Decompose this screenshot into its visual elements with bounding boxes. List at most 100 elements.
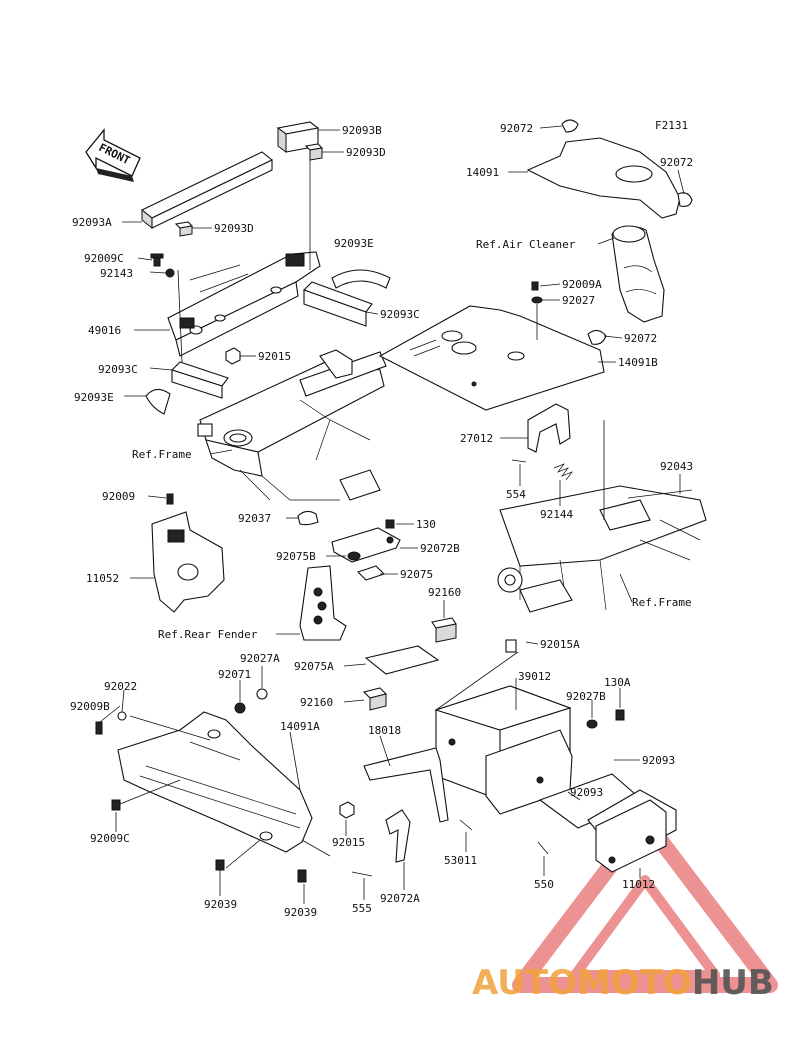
callout-92015-a: 92015 (258, 350, 291, 363)
callout-92093d-b: 92093D (214, 222, 254, 235)
callout-92093e-b: 92093E (74, 391, 114, 404)
bolt-icon-92039-b (297, 869, 307, 883)
callout-92075b: 92075B (276, 550, 316, 563)
callout-92027a: 92027A (240, 652, 280, 665)
callout-92009b: 92009B (70, 700, 110, 713)
frame-upper-part (197, 349, 387, 501)
watermark-text-part1: AUTOMOTO (472, 963, 692, 1003)
callout-92072a: 92072A (380, 892, 420, 905)
callout-92009: 92009 (102, 490, 135, 503)
bracket-11052 (151, 511, 225, 613)
ref-air-cleaner: Ref.Air Cleaner (476, 238, 576, 251)
callout-92015a: 92015A (540, 638, 580, 651)
washer-icon-92027a (256, 688, 268, 700)
watermark-logo (512, 812, 778, 993)
callout-92144: 92144 (540, 508, 573, 521)
callout-92027b: 92027B (566, 690, 606, 703)
callout-92075a: 92075A (294, 660, 334, 673)
watermark-text: AUTOMOTOHUB (472, 963, 774, 1003)
bolt-icon-130 (385, 519, 395, 529)
bolt-icon-92009b (95, 721, 103, 735)
foam-block-d2 (174, 221, 194, 237)
callout-92093c-a: 92093C (380, 308, 420, 321)
clamp-92037 (297, 510, 319, 526)
callout-92160-b: 92160 (300, 696, 333, 709)
callout-555: 555 (352, 902, 372, 915)
rear-fender-bracket (299, 565, 347, 641)
callout-92093-a: 92093 (642, 754, 675, 767)
bolt-icon-92009a (531, 281, 539, 291)
callout-92093d-a: 92093D (346, 146, 386, 159)
foam-strip-long (140, 151, 274, 230)
callout-92075: 92075 (400, 568, 433, 581)
bolt-icon-92009c-b (111, 799, 121, 811)
callout-53011: 53011 (444, 854, 477, 867)
bracket-18018 (363, 747, 449, 823)
callout-27012: 27012 (460, 432, 493, 445)
callout-18018: 18018 (368, 724, 401, 737)
callout-92160-a: 92160 (428, 586, 461, 599)
bolt-icon-92009 (166, 493, 174, 505)
callout-92009c-a: 92009C (84, 252, 124, 265)
cover-14091a (117, 711, 313, 853)
callout-92039-a: 92039 (204, 898, 237, 911)
pad-92160-a (431, 617, 457, 643)
callout-92071: 92071 (218, 668, 251, 681)
callout-14091a: 14091A (280, 720, 320, 733)
frame-rear-part (497, 485, 707, 613)
callout-11012: 11012 (622, 878, 655, 891)
callout-92039-b: 92039 (284, 906, 317, 919)
clip-icon-92072-c (587, 329, 607, 345)
battery-box-39012 (434, 685, 573, 815)
callout-92009c-b: 92009C (90, 832, 130, 845)
callout-92143: 92143 (100, 267, 133, 280)
callout-92093-b: 92093 (570, 786, 603, 799)
callout-92009a: 92009A (562, 278, 602, 291)
plate-92075 (356, 565, 386, 581)
clip-icon-92072-a (561, 119, 579, 133)
callout-130: 130 (416, 518, 436, 531)
nut-icon-92015 (225, 347, 241, 365)
callout-92072-c: 92072 (624, 332, 657, 345)
callout-92093c-b: 92093C (98, 363, 138, 376)
callout-92093e-a: 92093E (334, 237, 374, 250)
bolt-icon-92009c (150, 253, 164, 267)
pin-icon-550 (537, 841, 549, 855)
foam-strip-c1 (302, 281, 373, 327)
foam-block-d1 (304, 143, 324, 161)
callout-92072-b: 92072 (660, 156, 693, 169)
callout-92037: 92037 (238, 512, 271, 525)
pad-92160-b (362, 687, 388, 711)
foam-arc-e1 (331, 269, 391, 289)
pin-icon-53011 (459, 819, 473, 831)
leader-lines (99, 125, 685, 904)
callout-92072-a: 92072 (500, 122, 533, 135)
nut-icon-92071 (234, 702, 246, 714)
callout-49016: 49016 (88, 324, 121, 337)
cover-14091 (526, 137, 681, 219)
ref-frame-left: Ref.Frame (132, 448, 192, 461)
ref-leaders (209, 449, 633, 603)
callout-550: 550 (534, 878, 554, 891)
callout-14091b: 14091B (618, 356, 658, 369)
ref-frame-right: Ref.Frame (632, 596, 692, 609)
washer-icon-92075b (347, 551, 361, 561)
callout-11052: 11052 (86, 572, 119, 585)
pad-92075a (364, 645, 440, 675)
callout-92043: 92043 (660, 460, 693, 473)
air-cleaner-duct (611, 225, 665, 323)
pin-icon-555 (351, 871, 373, 877)
watermark-text-part2: HUB (692, 963, 774, 1003)
pin-icon-554 (511, 459, 527, 463)
crossmember-part (167, 251, 321, 357)
washer-icon-92027 (531, 296, 543, 304)
foam-arc-e2 (145, 388, 171, 415)
spring-icon-92144 (553, 463, 574, 481)
bolt-icon-130a (615, 709, 625, 721)
callout-92015-b: 92015 (332, 836, 365, 849)
callout-554: 554 (506, 488, 526, 501)
callout-92093a: 92093A (72, 216, 112, 229)
bolt-icon-92039-a (215, 859, 225, 871)
callout-39012: 39012 (518, 670, 551, 683)
callout-92022: 92022 (104, 680, 137, 693)
